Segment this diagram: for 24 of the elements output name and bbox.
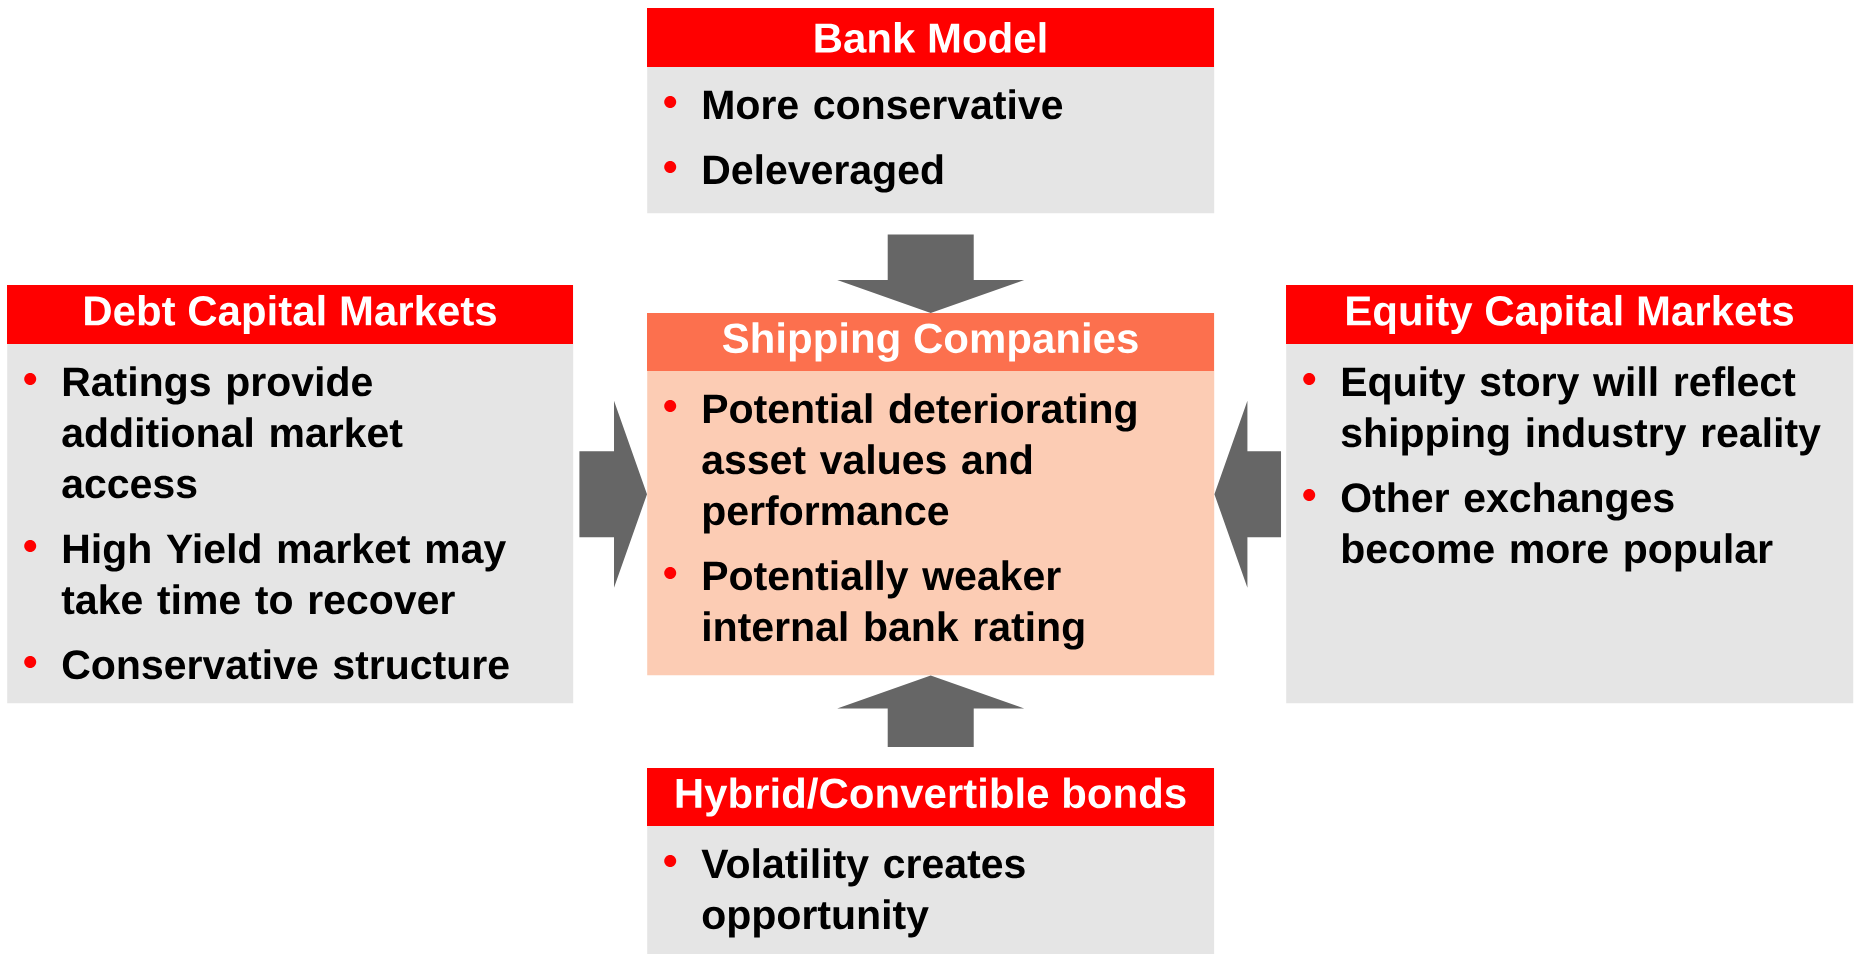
bullet-item: Deleveraged [664, 154, 943, 193]
card [647, 768, 1215, 954]
card-heading: Hybrid/Convertible bonds [676, 777, 1186, 817]
bullet-item: Potentially weaker internal bank rating [664, 560, 1084, 650]
bullet-item: Conservative structure [24, 649, 509, 680]
bullet-item: Volatility creates opportunity [664, 848, 1025, 938]
card-heading: Equity Capital Markets [1347, 294, 1793, 335]
bullet-item: High Yield market may take time to recover [24, 533, 506, 615]
block-arrow [1214, 400, 1281, 588]
bullet-item: Ratings provide additional market access [24, 366, 403, 499]
block-arrow [837, 234, 1025, 313]
card-heading: Bank Model [815, 22, 1046, 53]
card [647, 8, 1215, 214]
card-heading: Shipping Companies [722, 322, 1138, 362]
bullet-item: Other exchanges become more popular [1303, 482, 1773, 572]
card [7, 285, 574, 704]
bullet-item: Equity story will reflect shipping industry reality [1303, 366, 1821, 456]
card [1286, 285, 1854, 704]
card-heading: Debt Capital Markets [85, 294, 496, 335]
bullet-item: More conservative [664, 89, 1063, 120]
bullet-item: Potential deteriorating asset values and performance [664, 393, 1136, 534]
card [647, 313, 1215, 676]
block-arrow [579, 400, 647, 588]
block-arrow [837, 675, 1025, 747]
